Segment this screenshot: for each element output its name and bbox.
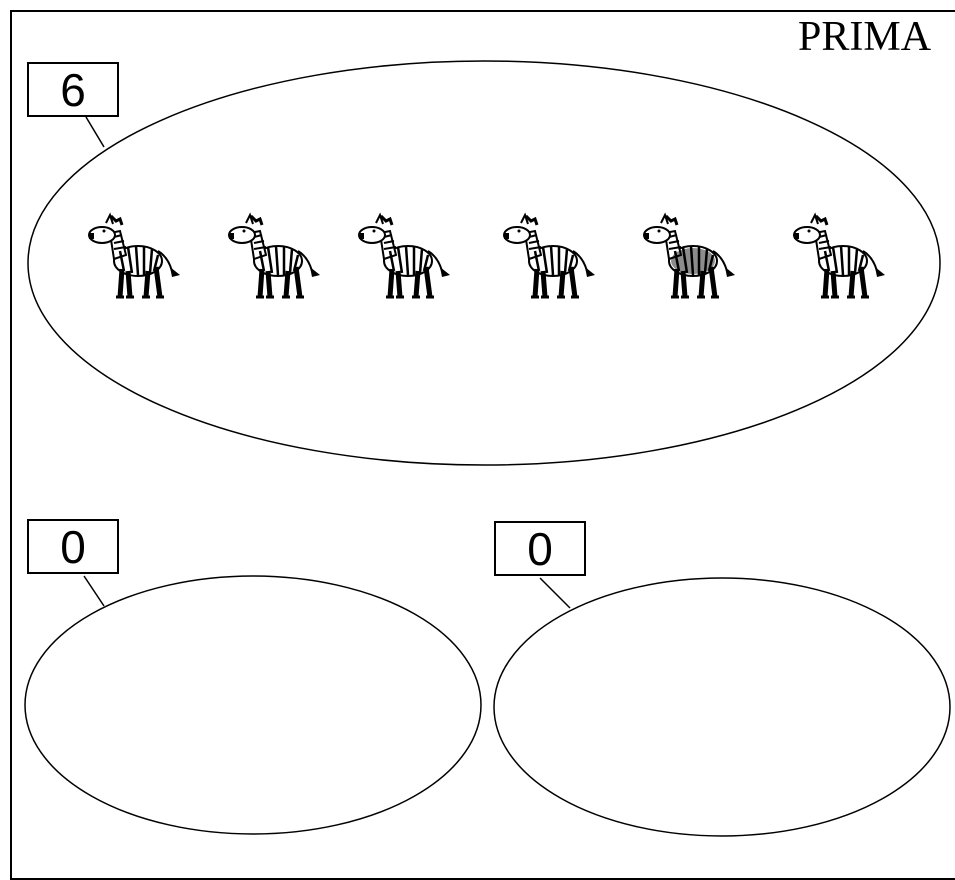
top-set-ellipse[interactable] bbox=[27, 60, 941, 466]
left-set-count-box[interactable]: 0 bbox=[27, 519, 119, 574]
page-title: PRIMA bbox=[798, 14, 932, 60]
right-set-count-box[interactable]: 0 bbox=[494, 521, 586, 576]
zebra-row bbox=[89, 215, 885, 297]
top-set-count-box[interactable]: 6 bbox=[27, 62, 119, 117]
zebra-icon bbox=[229, 215, 320, 297]
zebra-icon bbox=[89, 215, 180, 297]
zebra-icon bbox=[644, 215, 735, 297]
left-set-ellipse[interactable] bbox=[24, 575, 482, 835]
zebra-icon bbox=[359, 215, 450, 297]
zebra-icon bbox=[794, 215, 885, 297]
left-set-leader-line bbox=[83, 575, 105, 607]
right-set-leader-line bbox=[539, 577, 571, 609]
right-set-ellipse[interactable] bbox=[493, 577, 951, 837]
top-set-leader-line bbox=[85, 116, 105, 148]
zebra-icon bbox=[504, 215, 595, 297]
